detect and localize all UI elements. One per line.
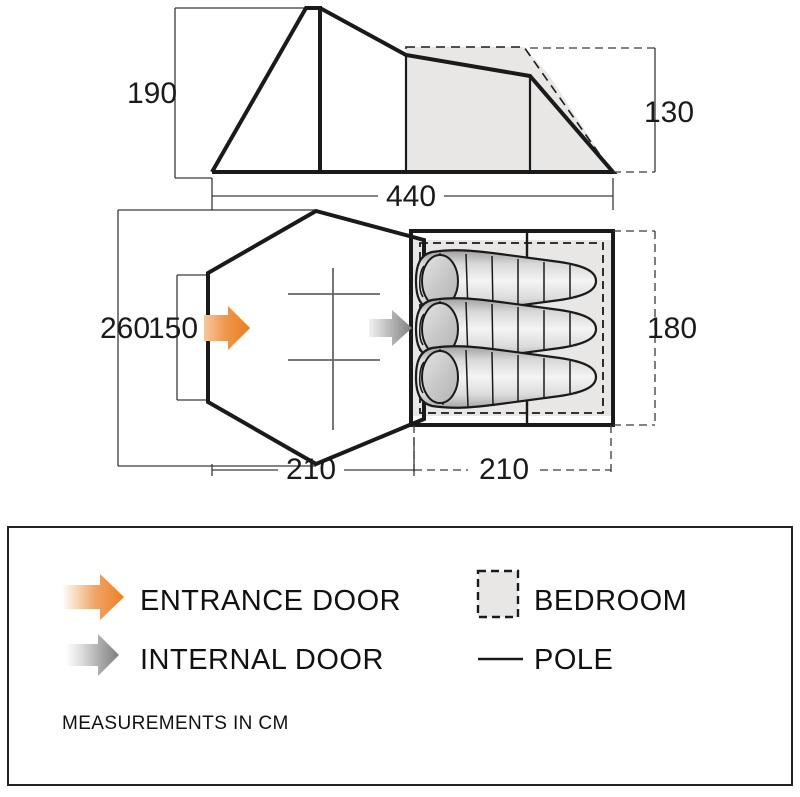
legend-label-bedroom: BEDROOM xyxy=(534,585,687,617)
dimension-190: 190 xyxy=(127,7,306,179)
dimension-440-label: 440 xyxy=(386,180,436,213)
dimension-260: 260 xyxy=(100,209,316,467)
legend-item-bedroom: BEDROOM xyxy=(476,569,687,619)
dimension-210-bedroom: 210 xyxy=(413,425,612,486)
legend-border xyxy=(7,526,793,786)
legend-item-internal-door: INTERNAL DOOR xyxy=(66,634,384,676)
sleeping-bag xyxy=(414,249,598,313)
legend-label-internal-door: INTERNAL DOOR xyxy=(140,644,384,676)
entrance-door-arrow-icon xyxy=(204,306,250,350)
dimension-210-porch-label: 210 xyxy=(286,453,336,486)
dimension-210-porch: 210 xyxy=(211,437,415,486)
legend-item-entrance-door: ENTRANCE DOOR xyxy=(62,574,401,620)
elevation-bedroom-fill xyxy=(406,47,612,172)
legend-label-entrance-door: ENTRANCE DOOR xyxy=(140,585,401,617)
floor-plan-view: 260 150 xyxy=(100,208,697,486)
sleeping-bag xyxy=(414,345,598,409)
legend-panel: ENTRANCE DOOR BEDROOM INTERNAL DOOR POLE… xyxy=(7,526,793,786)
bedroom-swatch-icon xyxy=(476,569,520,619)
dimension-190-label: 190 xyxy=(127,77,177,110)
dimension-210-bedroom-label: 210 xyxy=(479,453,529,486)
plan-porch-outline xyxy=(206,208,426,467)
gray-arrow-icon xyxy=(66,634,119,676)
dimension-260-label: 260 xyxy=(100,312,150,345)
measurements-note: MEASUREMENTS IN CM xyxy=(62,713,289,734)
plan-porch-pole-lines xyxy=(288,268,380,430)
plan-bedroom-inner-dashed xyxy=(419,242,604,414)
elevation-front-peak xyxy=(210,6,322,173)
dimension-130: 130 xyxy=(530,47,694,173)
dimension-180-label: 180 xyxy=(647,312,697,345)
internal-door-arrow-icon xyxy=(369,310,412,346)
sleeping-bags-group xyxy=(414,249,598,409)
dimension-180: 180 xyxy=(613,230,697,426)
orange-arrow-icon xyxy=(62,574,124,620)
dimension-150-label: 150 xyxy=(148,312,198,345)
legend-item-pole: POLE xyxy=(478,644,613,676)
side-elevation-view: 190 130 440 xyxy=(127,6,694,213)
legend-label-pole: POLE xyxy=(534,644,613,676)
dimension-440: 440 xyxy=(211,178,614,213)
dimension-150: 150 xyxy=(148,274,208,401)
dimension-130-label: 130 xyxy=(644,96,694,129)
